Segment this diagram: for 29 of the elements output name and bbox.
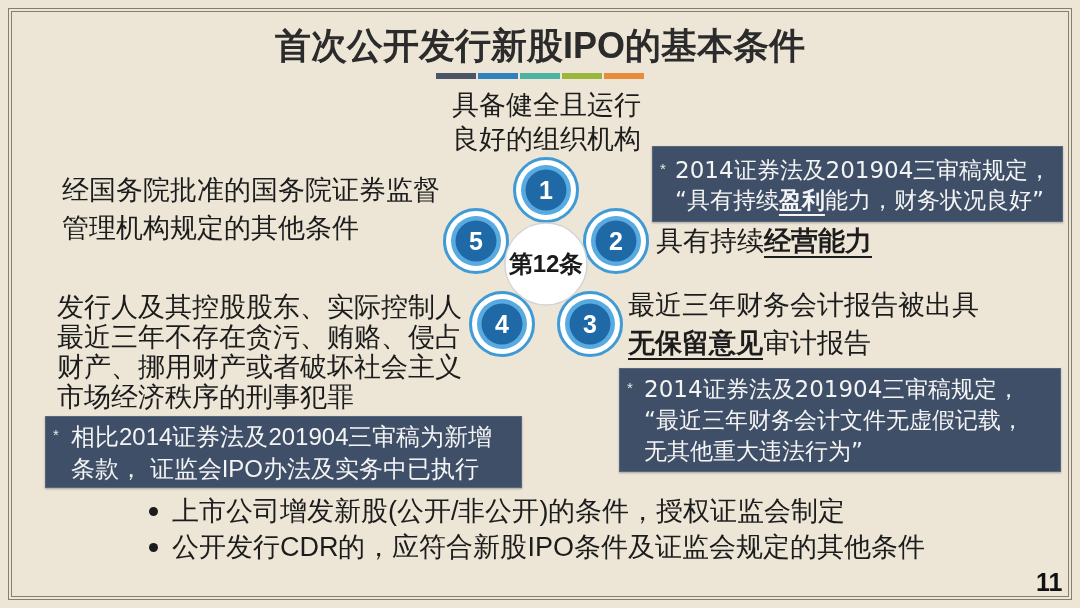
footnote-mark: * bbox=[53, 427, 59, 442]
note-text: 2014证券法及201904三审稿规定，“最近三年财务会计文件无虚假记载，无其他重大违法行为” bbox=[644, 375, 1025, 466]
condition-text: 发行人及其控股股东、实际控制人最近三年不存在贪污、贿赂、侵占财产、挪用财产或者破坏社会主义市场经济秩序的刑事犯罪 bbox=[57, 292, 463, 412]
numbered-circle bbox=[583, 208, 649, 274]
note-box bbox=[652, 146, 1063, 222]
note-text: 2014证券法及201904三审稿规定，“具有持续盈利能力，财务状况良好” bbox=[675, 156, 1053, 215]
condition-text: 具有持续经营能力 bbox=[656, 225, 872, 258]
condition-text: 经国务院批准的国务院证券监督管理机构规定的其他条件 bbox=[62, 174, 441, 245]
circle-number: 2 bbox=[609, 227, 623, 255]
circle-number: 1 bbox=[539, 176, 553, 204]
footnote-mark: * bbox=[660, 161, 666, 176]
note-box bbox=[619, 368, 1061, 472]
footnote-mark: * bbox=[627, 380, 633, 395]
numbered-circle bbox=[557, 291, 623, 357]
article-label: 第12条 bbox=[508, 250, 584, 278]
numbered-circle bbox=[513, 157, 579, 223]
condition-text: 具备健全且运行良好的组织机构 bbox=[450, 89, 642, 156]
circle-number: 4 bbox=[495, 310, 509, 338]
circle-number: 5 bbox=[469, 227, 483, 255]
circle-number: 3 bbox=[583, 310, 597, 338]
numbered-circle bbox=[469, 291, 535, 357]
bullet-text: 上市公司增发新股(公开/非公开)的条件，授权证监会制定 bbox=[172, 495, 846, 528]
note-box bbox=[45, 416, 522, 488]
title: 首次公开发行新股IPO的基本条件 bbox=[275, 25, 805, 67]
numbered-circle bbox=[443, 208, 509, 274]
page-number: 11 bbox=[1036, 568, 1063, 596]
bullet-text: 公开发行CDR的，应符合新股IPO条件及证监会规定的其他条件 bbox=[172, 531, 925, 564]
condition-text: 最近三年财务会计报告被出具无保留意见审计报告 bbox=[628, 289, 980, 360]
note-text: 相比2014证券法及201904三审稿为新增条款， 证监会IPO办法及实务中已执行 bbox=[71, 422, 494, 484]
